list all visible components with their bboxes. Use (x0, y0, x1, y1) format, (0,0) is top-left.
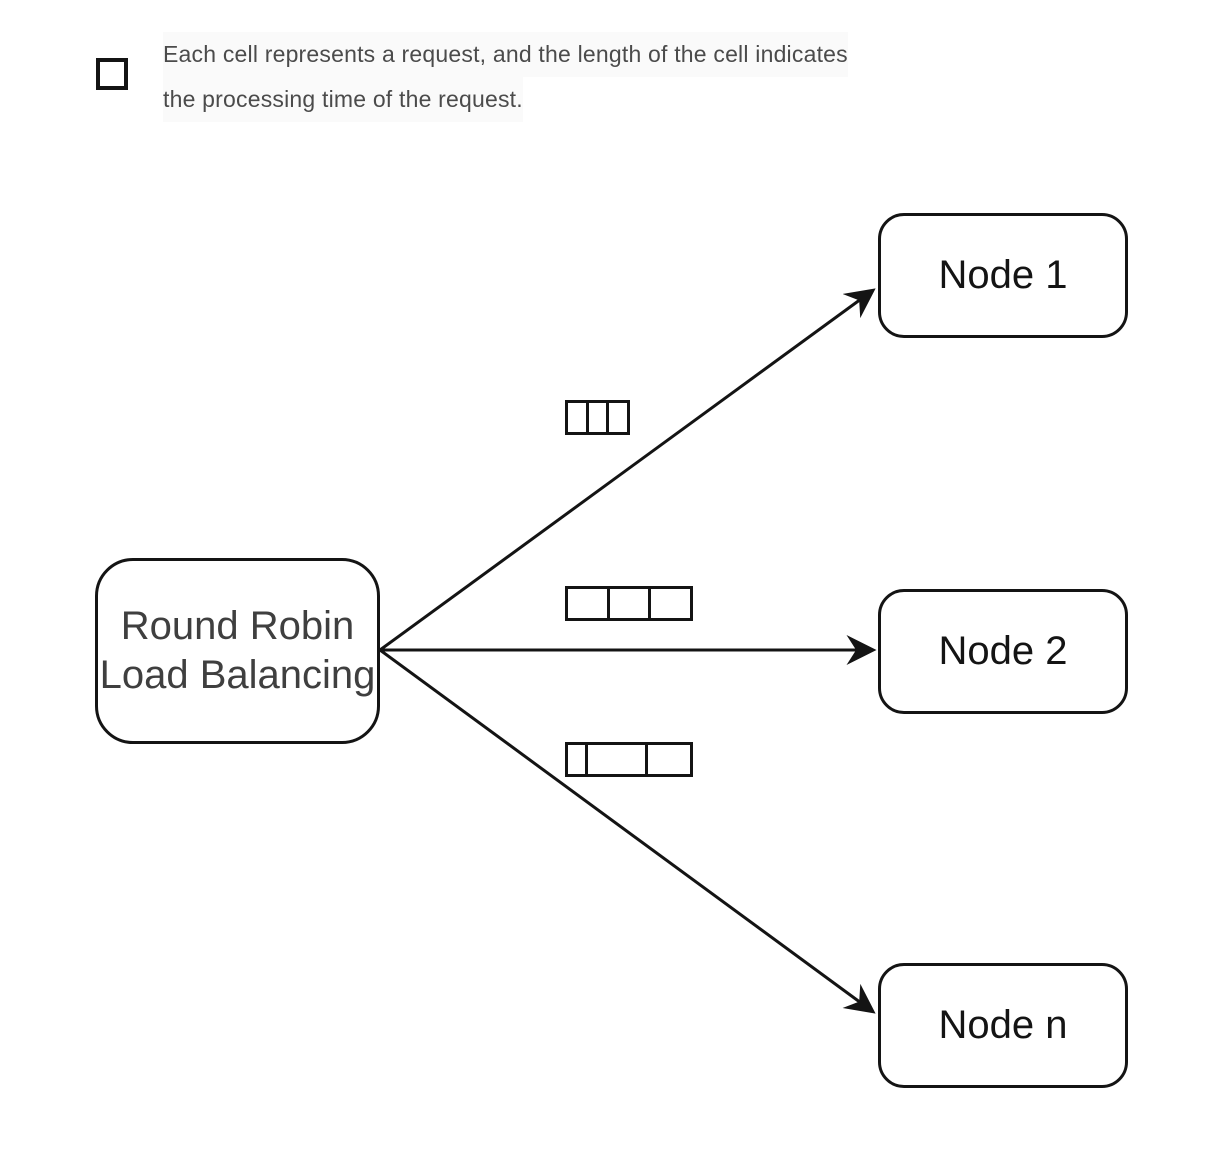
request-cell (588, 403, 607, 432)
arrow-to-node-n (379, 648, 876, 1014)
source-node-round-robin: Round Robin Load Balancing (95, 558, 380, 744)
request-cell (588, 745, 646, 774)
node-n-label: Node n (938, 1003, 1068, 1047)
request-cell (651, 589, 691, 618)
legend-text: Each cell represents a request, and the … (163, 32, 848, 122)
arrow-to-node-1 (379, 288, 876, 652)
source-label-line-2: Load Balancing (99, 653, 376, 697)
request-group-node-1 (565, 400, 630, 435)
request-cell-icon (96, 58, 128, 90)
node-2-label: Node 2 (938, 629, 1068, 673)
request-cell (609, 589, 649, 618)
node-n-box: Node n (878, 963, 1128, 1088)
source-label: Round Robin Load Balancing (100, 602, 376, 700)
request-cell (609, 403, 628, 432)
node-2-box: Node 2 (878, 589, 1128, 714)
request-cell (568, 589, 607, 618)
request-cell (648, 745, 690, 774)
legend-line-2: the processing time of the request. (163, 77, 523, 122)
legend-line-1: Each cell represents a request, and the … (163, 32, 848, 77)
request-group-node-n (565, 742, 693, 777)
source-label-line-1: Round Robin (120, 604, 355, 648)
request-cell (568, 403, 586, 432)
request-cell (568, 745, 586, 774)
node-1-label: Node 1 (938, 253, 1068, 297)
request-group-node-2 (565, 586, 693, 621)
node-1-box: Node 1 (878, 213, 1128, 338)
